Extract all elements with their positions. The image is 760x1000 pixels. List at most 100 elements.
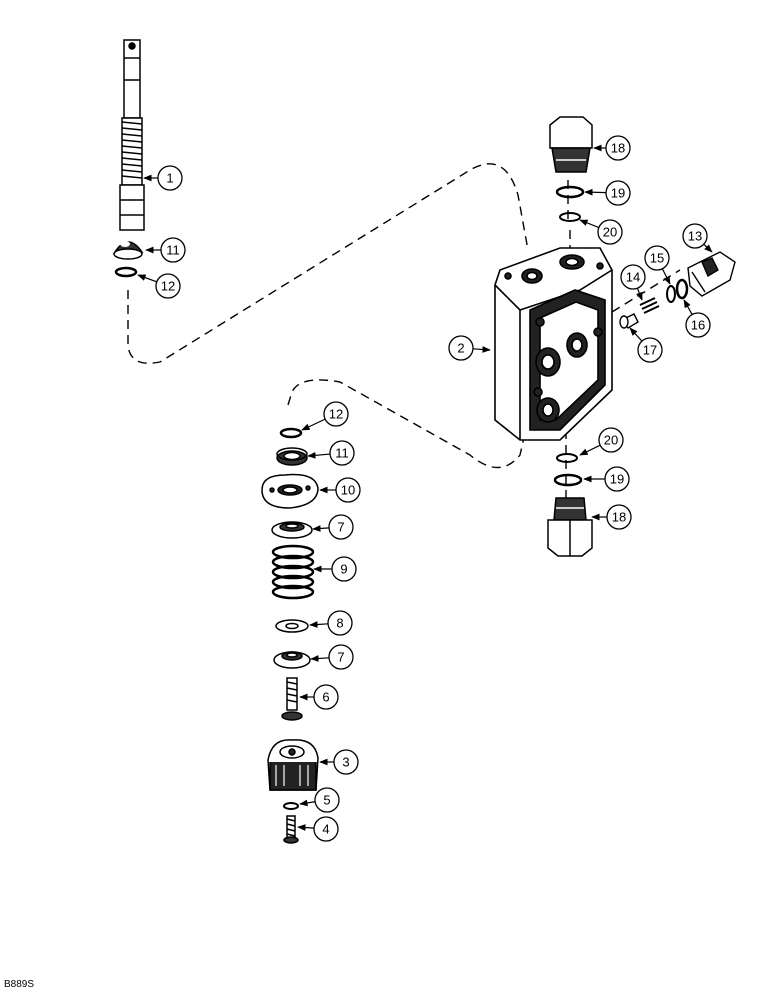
callout-label-c13: 13 [688,229,702,244]
callout-circle-c19a [605,180,631,206]
callout-label-c10: 10 [341,483,355,498]
callout-c18a: 18 [593,135,631,161]
callout-c18b: 18 [591,504,632,530]
callout-c20a: 20 [579,219,623,245]
callout-label-c20b: 20 [604,433,618,448]
retainer-7-upper [271,521,313,539]
callout-circle-c6 [313,684,339,710]
callout-circle-c17 [637,337,663,363]
callout-label-c12b: 12 [329,407,343,422]
callout-circle-c4 [313,816,339,842]
spool-part [119,39,145,231]
callout-label-c19b: 19 [610,472,624,487]
relief-valve-parts [619,251,736,329]
callout-c20b: 20 [579,427,624,456]
callout-circle-c14 [620,264,646,290]
callout-circle-c16 [685,312,711,338]
callout-label-c20a: 20 [603,225,617,240]
callout-label-c3: 3 [342,755,349,770]
callout-circle-c18b [606,504,632,530]
callout-c1: 1 [143,165,183,191]
callout-c16: 16 [683,299,711,338]
callout-c11b: 11 [307,440,355,466]
callout-label-c14: 14 [626,270,640,285]
plug-top [549,116,593,173]
callout-leader-c17 [629,327,643,342]
o-ring-16 [675,278,689,300]
callout-leader-c2 [472,346,491,353]
callout-c19a: 19 [584,180,631,206]
valve-body [494,247,613,441]
callout-circle-c15 [644,245,670,271]
callout-c12a: 12 [137,273,181,299]
callout-circle-c10 [335,477,361,503]
callout-leader-c13 [703,243,713,253]
o-ring-top [114,266,138,278]
callout-c5: 5 [299,787,340,813]
seal-cap-top [113,241,144,260]
callout-c12b: 12 [301,401,349,431]
callout-circle-c19b [604,466,630,492]
callout-label-c8: 8 [336,616,343,631]
callout-circle-c5 [314,787,340,813]
callout-circle-c12a [155,273,181,299]
callout-circle-c3 [333,749,359,775]
bolt-6 [281,677,303,721]
callout-c6: 6 [299,684,339,710]
callout-c8: 8 [309,610,353,636]
callout-label-c4: 4 [322,822,329,837]
callout-label-c17: 17 [643,343,657,358]
callout-label-c18b: 18 [612,510,626,525]
callout-label-c18a: 18 [611,141,625,156]
callout-leader-c8 [309,621,329,628]
retainer-7-lower [273,651,311,669]
callout-c9: 9 [313,556,357,582]
callout-circle-c20b [598,427,624,453]
callout-circle-c8 [327,610,353,636]
plate-10 [261,473,319,509]
screw-4 [283,815,299,844]
callout-leader-c11b [307,451,331,459]
callout-circle-c18a [605,135,631,161]
callout-c7a: 7 [312,514,354,540]
washer-8 [275,619,309,633]
callout-label-c11a: 11 [166,243,180,258]
callout-leader-c7a [312,525,330,532]
callout-circle-c11b [329,440,355,466]
washer-15 [666,285,676,303]
callout-leader-c20a [579,219,600,229]
callout-c15: 15 [644,245,671,285]
callout-leader-c7b [310,655,330,662]
spring-9 [271,544,315,600]
callout-c10: 10 [319,477,361,503]
callout-label-c7b: 7 [337,650,344,665]
plug-bottom [547,497,593,557]
callout-circle-c9 [331,556,357,582]
o-ring-20-top [559,212,581,222]
cap-3 [267,739,319,791]
callout-c17: 17 [629,327,663,363]
callout-circle-c11a [160,237,186,263]
callout-label-c5: 5 [323,793,330,808]
callout-leader-c16 [683,299,693,315]
seal-11-lower [276,447,308,466]
callout-label-c2: 2 [457,341,464,356]
callout-c13: 13 [682,223,713,253]
callout-circle-c7b [328,644,354,670]
callout-label-c1: 1 [166,171,173,186]
callout-leader-c12b [301,418,326,431]
callout-leader-c12a [137,274,157,283]
callout-leader-c15 [661,268,671,285]
o-ring-19-top [555,185,585,199]
callout-circle-c13 [682,223,708,249]
callout-label-c11b: 11 [335,446,349,461]
callout-label-c16: 16 [691,318,705,333]
callout-leader-c19a [584,188,607,196]
callout-c19b: 19 [583,466,630,492]
callout-c7b: 7 [310,644,354,670]
callout-label-c15: 15 [650,251,664,266]
callout-circle-c12b [323,401,349,427]
callout-circle-c1 [157,165,183,191]
